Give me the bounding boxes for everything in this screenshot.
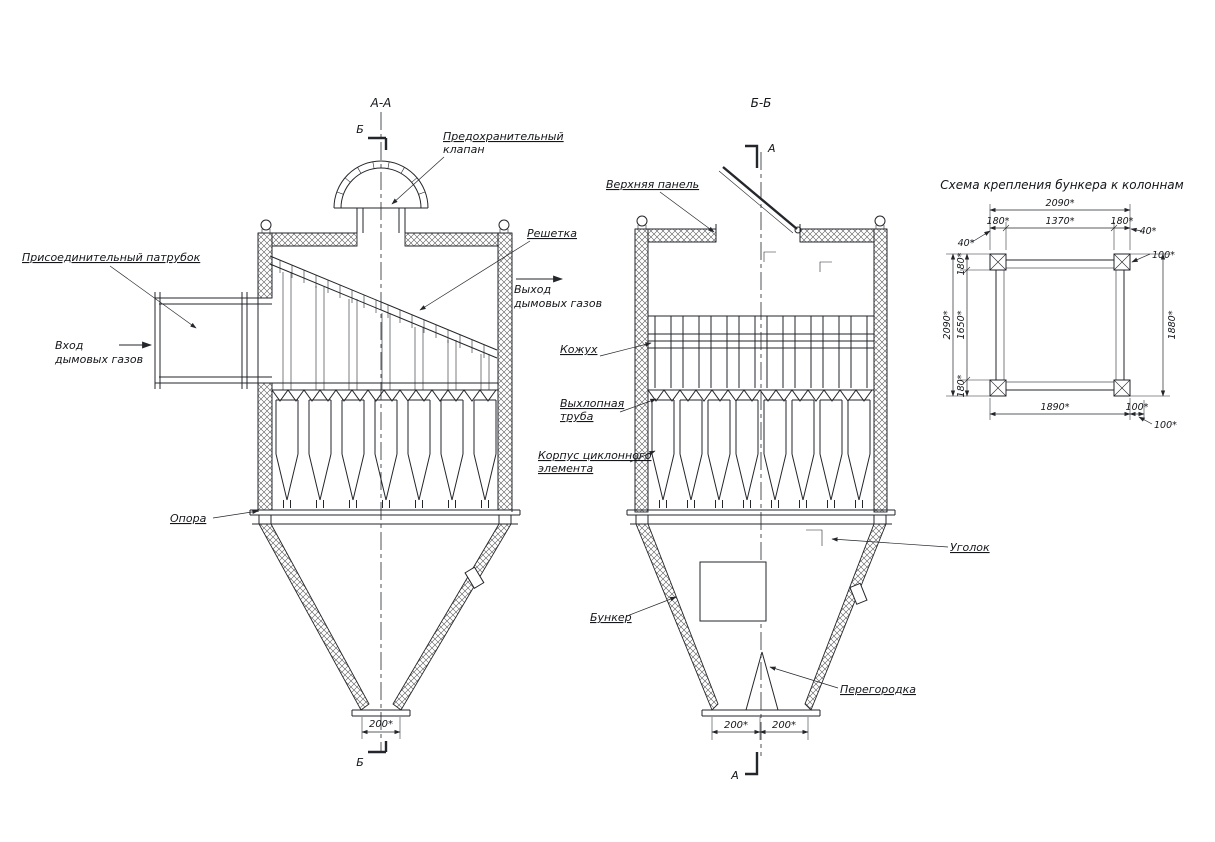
aa-inlet-duct [154,292,272,389]
aa-mark-top: Б [356,123,364,136]
bb-corner-marks [763,251,832,272]
mounting-scheme: Схема крепления бункера к колоннам 2090*… [940,178,1183,431]
aa-section-marks: Б Б [356,123,388,769]
svg-text:1650*: 1650* [956,310,967,339]
svg-text:40*: 40* [1140,226,1157,237]
svg-text:клапан: клапан [443,143,485,156]
bb-labels: Б-Б Верхняя панель Кожух Выхлопная труба… [538,96,990,696]
svg-text:дымовых газов: дымовых газов [513,297,602,310]
scheme-dim-1880: 1880* [1167,310,1178,339]
bb-label-exhaust-pipe: Выхлопная [560,397,625,410]
svg-text:труба: труба [560,410,594,423]
aa-label-gas-outlet: Выход [514,283,551,296]
svg-text:1370*: 1370* [1046,216,1075,227]
aa-hopper-sensor [464,566,485,589]
bb-cyclone-elements [647,389,874,509]
bb-leader-casing [599,342,652,357]
svg-text:дымовых газов: дымовых газов [54,353,143,366]
scheme-dim-2090-left: 2090* [942,310,953,339]
svg-text:100*: 100* [1152,250,1175,261]
bb-leader-top-panel [659,191,715,233]
bb-dim-200-right: 200* [772,720,796,731]
bb-title: Б-Б [751,96,772,110]
aa-leader-inlet-nozzle [109,265,197,329]
aa-dim-200: 200* [369,719,393,730]
bb-exhaust-tubes [648,315,874,389]
aa-hopper [258,523,512,717]
bb-label-top-panel: Верхняя панель [606,178,699,191]
bb-mark-bottom: А [730,769,739,782]
scheme-dim-2090-top: 2090* [1046,198,1075,209]
aa-label-inlet-nozzle: Присоединительный патрубок [22,251,201,264]
scheme-dims-top: 2090* 180* 1370* 180* 40* 40* 100* [958,198,1175,263]
aa-label-grate: Решетка [527,227,577,240]
aa-grate [269,255,498,359]
aa-title: А-А [370,96,392,110]
aa-dimension-outlet: 200* [361,717,401,739]
svg-text:40*: 40* [958,238,975,249]
scheme-dims-bottom: 1890* 100* 100* [989,398,1177,431]
bb-label-partition: Перегородка [840,683,916,696]
svg-text:100*: 100* [1154,420,1177,431]
aa-casing [249,219,521,525]
bb-casing [626,166,896,546]
bb-top-lid [722,166,798,230]
bb-access-hatch [699,561,767,622]
bb-leader-exhaust-pipe [619,398,657,413]
aa-label-support: Опора [170,512,207,525]
bb-section-marks: А А [730,142,775,782]
bb-leader-cyclone-body [629,450,656,463]
aa-leader-grate [419,240,531,311]
bb-label-cyclone-body: Корпус циклонного [538,449,652,462]
svg-text:180*: 180* [987,216,1010,227]
aa-label-safety-valve: Предохранительный [443,130,564,143]
aa-label-gas-inlet: Вход [55,339,83,352]
scheme-dim-1890: 1890* [1041,402,1070,413]
bb-leader-hopper [626,596,677,617]
bb-label-casing: Кожух [560,343,598,356]
bb-leader-partition [769,666,839,689]
bb-label-angle: Уголок [950,541,990,554]
svg-text:100*: 100* [1126,402,1149,413]
section-aa-view: 200* Б Б А-А Предохранительный клапан Ре… [22,96,602,769]
bb-dim-200-left: 200* [724,720,748,731]
aa-safety-valve [333,160,429,233]
svg-text:180*: 180* [956,252,967,275]
bb-dimension-outlets: 200* 200* [711,717,809,740]
bb-label-hopper: Бункер [590,611,632,624]
aa-mark-bottom: Б [356,756,364,769]
bb-angle-profile [806,529,823,546]
aa-leader-safety-valve [391,156,445,205]
scheme-column [989,253,1131,397]
scheme-dims-right: 1880* [1130,253,1178,397]
svg-text:элемента: элемента [538,462,594,475]
aa-cyclone-elements [271,272,498,509]
bb-hopper-sensor [849,582,868,605]
bb-mark-top: А [767,142,776,155]
bb-leader-angle [831,537,949,548]
aa-labels: А-А Предохранительный клапан Решетка При… [22,96,602,525]
svg-text:180*: 180* [956,374,967,397]
aa-leader-support [212,509,259,519]
bb-partition [745,651,779,711]
scheme-title: Схема крепления бункера к колоннам [940,178,1183,192]
svg-text:180*: 180* [1111,216,1134,227]
bb-hopper [635,523,887,717]
scheme-frame [989,253,1131,397]
section-bb-view: 200* 200* А А Б-Б Верхняя панель Кожух В… [538,96,990,782]
scheme-dims-left: 2090* 180* 1650* 180* [942,252,996,397]
